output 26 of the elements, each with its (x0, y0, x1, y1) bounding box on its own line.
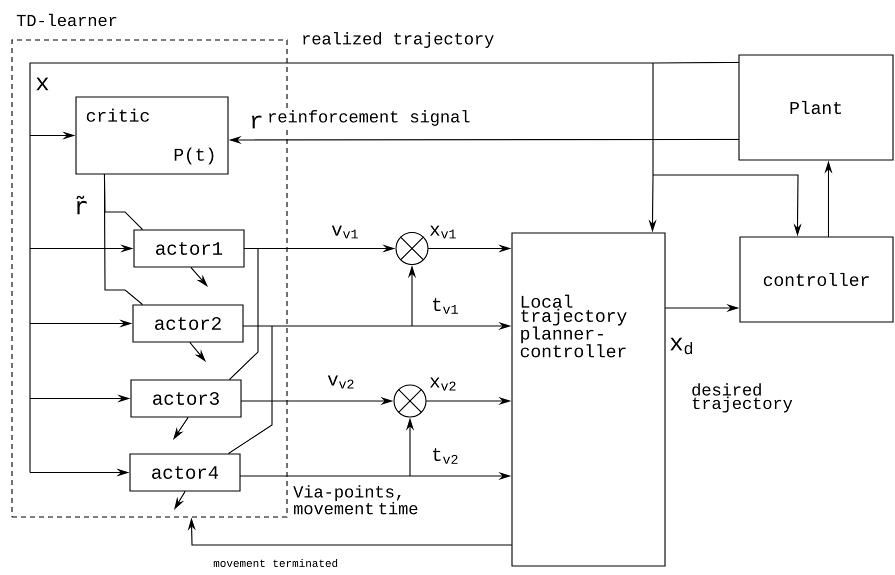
edge-label: t$_{v1}$ (430, 297, 460, 315)
signal-label: x (36, 78, 48, 90)
signal-label: r (252, 116, 262, 128)
multiplier-circle (393, 384, 427, 418)
note-text: Via-points, movement time (293, 485, 418, 514)
signal-label: r̃ (76, 196, 87, 214)
block-box: controller (739, 236, 894, 323)
planner-box: Local trajectory planner-controller (511, 232, 666, 567)
critic-box: critic P(t) (75, 96, 229, 175)
edge-label: movement terminated (212, 558, 340, 568)
block-box: Plant (738, 54, 894, 161)
node-label: TD-learner (16, 14, 116, 26)
multiplier-circle (395, 232, 429, 266)
actor-box: actor4 (129, 453, 241, 492)
edge-label: x$_{v2}$ (428, 376, 458, 392)
edge-label: t$_{v2}$ (430, 447, 460, 465)
actor-box: actor2 (132, 304, 244, 343)
note-text: desired trajectory (692, 383, 792, 412)
actor-box: actor3 (130, 379, 242, 418)
edge-label: v$_{v2}$ (326, 374, 356, 390)
edge-label: reinforcement signal (266, 109, 472, 127)
signal-label: x$_{d}$ (670, 338, 692, 354)
actor-box: actor1 (133, 229, 245, 268)
edge-label: realized trajectory (300, 31, 496, 49)
edge-label: v$_{v1}$ (330, 224, 360, 240)
edge-label: x$_{v1}$ (428, 224, 458, 240)
